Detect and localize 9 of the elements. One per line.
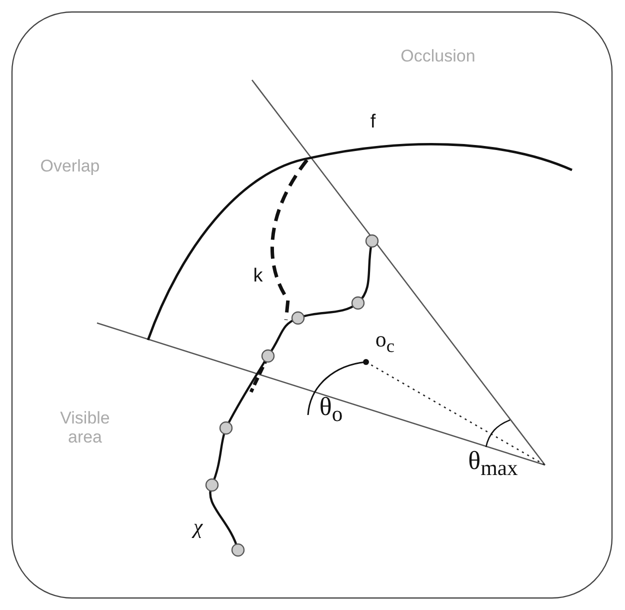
region-label: Overlap — [40, 158, 100, 176]
angle-label: θ$_{max}$ — [468, 447, 518, 481]
curve-label: χ — [193, 515, 203, 539]
region-label: Occlusion — [400, 48, 476, 66]
curve-label: k — [253, 266, 263, 288]
angle-label: θ$_{o}$ — [319, 393, 343, 427]
point-label: o$_{c}$ — [375, 328, 395, 356]
curve-label: f — [370, 112, 376, 134]
region-label: Visible area — [59, 409, 111, 447]
